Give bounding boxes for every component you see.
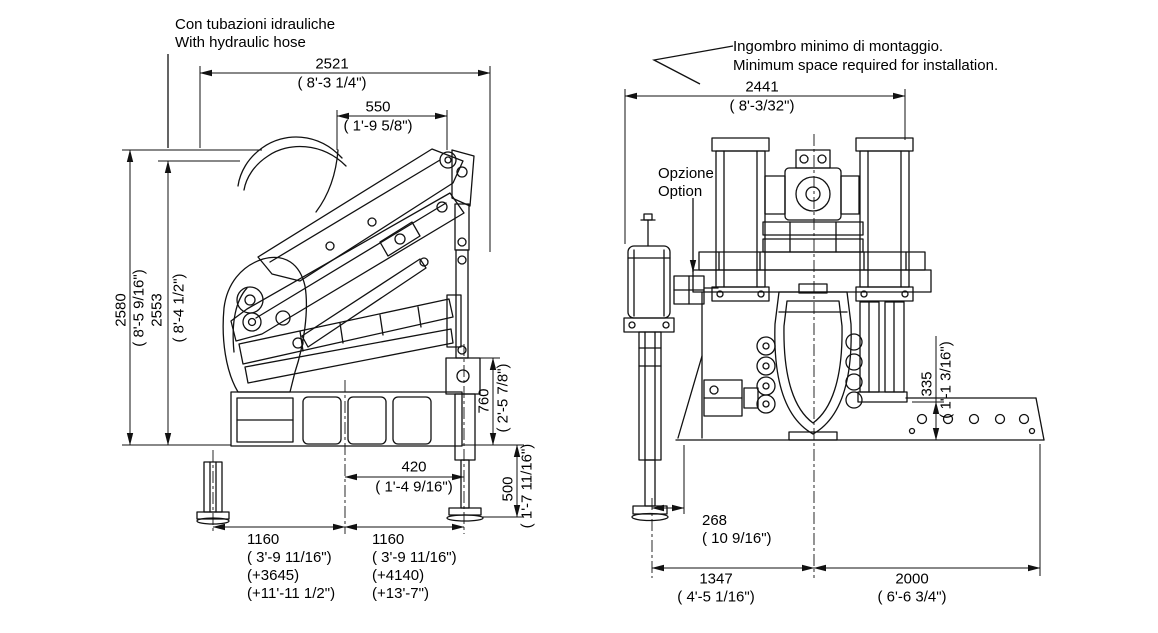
rear-view-dimension-lines [624, 89, 1041, 576]
dim-2521-imperial: ( 8'-3 1/4") [297, 74, 367, 92]
dim-760-mm: 760 [475, 388, 493, 414]
centerlines [212, 134, 815, 578]
dim-420-mm: 420 [401, 458, 427, 476]
note-option-en: Option [658, 183, 703, 200]
dim-335-mm: 335 [918, 371, 936, 397]
dim-2521-mm: 2521 [315, 55, 349, 73]
note-leader-lines [167, 45, 734, 273]
dim-500-mm: 500 [499, 476, 517, 502]
dim-1160-right-imperial: ( 3'-9 11/16") [372, 549, 457, 566]
dim-2553-imperial: ( 8'-4 1/2") [170, 273, 188, 343]
dim-1347-imperial: ( 4'-5 1/16") [677, 588, 755, 606]
dim-1347-mm: 1347 [699, 570, 733, 588]
rear-view-drawing [623, 137, 1045, 522]
dim-1160-left-extended-mm: (+3645) [247, 567, 300, 584]
side-view-drawing [196, 136, 484, 525]
dim-500-imperial: ( 1'-7 11/16") [518, 443, 536, 529]
dim-1160-left-mm: 1160 [247, 531, 280, 548]
dim-2000-imperial: ( 6'-6 3/4") [877, 588, 947, 606]
side-view-dimension-lines [122, 66, 524, 531]
dim-550-mm: 550 [365, 98, 391, 116]
dim-268-imperial: ( 10 9/16") [702, 530, 772, 547]
dim-2000-mm: 2000 [895, 570, 929, 588]
note-hydraulic-it: Con tubazioni idrauliche [175, 16, 336, 33]
dim-2580-imperial: ( 8'-5 9/16") [130, 269, 148, 347]
note-option-it: Opzione [658, 165, 714, 182]
note-installation-en: Minimum space required for installation. [733, 57, 999, 74]
note-installation-it: Ingombro minimo di montaggio. [733, 38, 944, 55]
dim-335-imperial: ( 1'-1 3/16") [937, 341, 955, 419]
dim-550-imperial: ( 1'-9 5/8") [343, 117, 413, 135]
dim-2441-imperial: ( 8'-3/32") [729, 97, 795, 115]
installation-note-arrow [652, 45, 734, 85]
dim-2580-mm: 2580 [112, 293, 130, 327]
dim-1160-right-extended-mm: (+4140) [372, 567, 425, 584]
dim-1160-left-extended-imperial: (+11'-11 1/2") [247, 585, 336, 602]
dim-1160-left-imperial: ( 3'-9 11/16") [247, 549, 332, 566]
dim-420-imperial: ( 1'-4 9/16") [375, 478, 453, 496]
dim-2441-mm: 2441 [745, 78, 779, 96]
dim-1160-right-extended-imperial: (+13'-7") [372, 585, 429, 602]
dim-1160-right-mm: 1160 [372, 531, 405, 548]
dim-2553-mm: 2553 [148, 293, 166, 327]
dim-760-imperial: ( 2'-5 7/8") [494, 363, 512, 433]
dim-268-mm: 268 [702, 512, 728, 529]
note-hydraulic-en: With hydraulic hose [175, 34, 306, 51]
